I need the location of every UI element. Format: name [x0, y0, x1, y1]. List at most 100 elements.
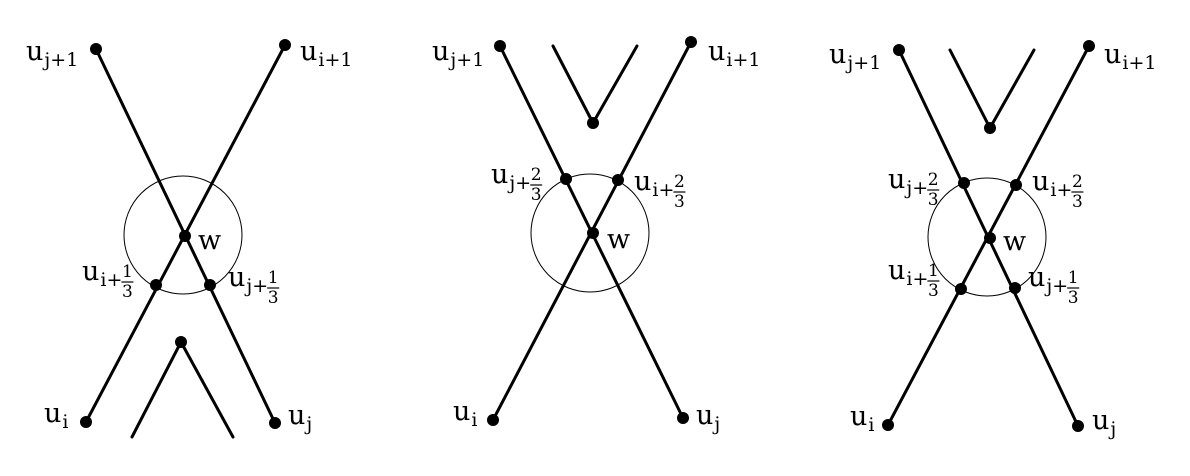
label-subscript: i: [62, 411, 68, 433]
vertex-dot: [1010, 179, 1022, 191]
label-subscript: j+1: [845, 52, 881, 74]
label-subscript: i+: [1050, 179, 1072, 201]
fraction-numerator: 1: [1068, 268, 1079, 288]
vertex-dot: [677, 412, 689, 424]
label-subscript: i+1: [1122, 52, 1156, 74]
fraction-denominator: 3: [674, 192, 685, 212]
label-subscript: j: [1108, 418, 1116, 440]
fraction-denominator: 3: [268, 288, 279, 308]
vertex-label-w: w: [198, 225, 221, 256]
label-base: u: [1104, 39, 1121, 70]
fraction-denominator: 3: [928, 281, 939, 301]
label-subscript: j+1: [42, 49, 78, 71]
label-base: u: [634, 166, 651, 197]
label-base: u: [44, 398, 61, 429]
label-base: u: [888, 255, 905, 286]
label-base: u: [1032, 166, 1049, 197]
vertex-dot: [279, 39, 291, 51]
label-subscript: i+: [652, 179, 674, 201]
vertex-label-w: w: [607, 224, 630, 255]
vertex-dot: [893, 44, 905, 56]
fraction-denominator: 3: [928, 190, 939, 210]
label-subscript: j+1: [448, 49, 484, 71]
label-subscript: j+: [904, 177, 928, 199]
edge-line: [551, 44, 595, 125]
label-subscript: i+1: [726, 49, 760, 71]
label-base: u: [696, 400, 713, 431]
label-subscript: j+: [507, 172, 531, 194]
edge-line: [591, 44, 639, 125]
vertex-dot: [80, 416, 92, 428]
label-base: u: [1092, 405, 1109, 436]
label-subscript: i+: [906, 268, 928, 290]
label-base: u: [888, 164, 905, 195]
fraction-numerator: 2: [928, 170, 939, 190]
vertex-dot: [587, 117, 599, 129]
vertex-dot: [984, 232, 996, 244]
vertex-dot: [560, 173, 572, 185]
vertex-dot: [90, 43, 102, 55]
label-base: u: [432, 36, 449, 67]
label-subscript: j+: [244, 275, 268, 297]
vertex-dot: [269, 417, 281, 429]
fraction-numerator: 1: [268, 268, 279, 288]
label-subscript: j: [304, 413, 312, 435]
label-subscript: i: [868, 414, 874, 436]
fraction-denominator: 3: [1072, 192, 1083, 212]
vertex-dot: [882, 419, 894, 431]
vertex-dot: [179, 230, 191, 242]
neighborhood-circle: [123, 175, 243, 295]
vertex-dot: [494, 40, 506, 52]
label-text: w: [198, 225, 221, 256]
vertex-dot: [958, 177, 970, 189]
label-base: u: [82, 256, 99, 287]
label-base: u: [288, 400, 305, 431]
edge-line: [948, 48, 992, 130]
vertex-dot: [612, 174, 624, 186]
label-text: w: [607, 224, 630, 255]
label-base: u: [228, 262, 245, 293]
vertex-label-w: w: [1003, 226, 1026, 257]
vertex-dot: [685, 36, 697, 48]
fraction-numerator: 1: [122, 262, 133, 282]
label-base: u: [708, 36, 725, 67]
vertex-dot: [487, 414, 499, 426]
vertex-dot: [587, 227, 599, 239]
fraction-numerator: 2: [1072, 172, 1083, 192]
vertex-dot: [984, 122, 996, 134]
label-base: u: [829, 39, 846, 70]
label-text: w: [1003, 226, 1026, 257]
label-base: u: [1028, 262, 1045, 293]
vertex-dot: [1072, 420, 1084, 432]
fraction-denominator: 3: [531, 185, 542, 205]
label-base: u: [300, 36, 317, 67]
fraction-denominator: 3: [122, 282, 133, 302]
label-subscript: i+: [100, 269, 122, 291]
vertex-dot: [1009, 282, 1021, 294]
fraction-numerator: 1: [928, 261, 939, 281]
fraction-numerator: 2: [674, 172, 685, 192]
label-base: u: [491, 159, 508, 190]
label-subscript: i: [471, 409, 477, 431]
